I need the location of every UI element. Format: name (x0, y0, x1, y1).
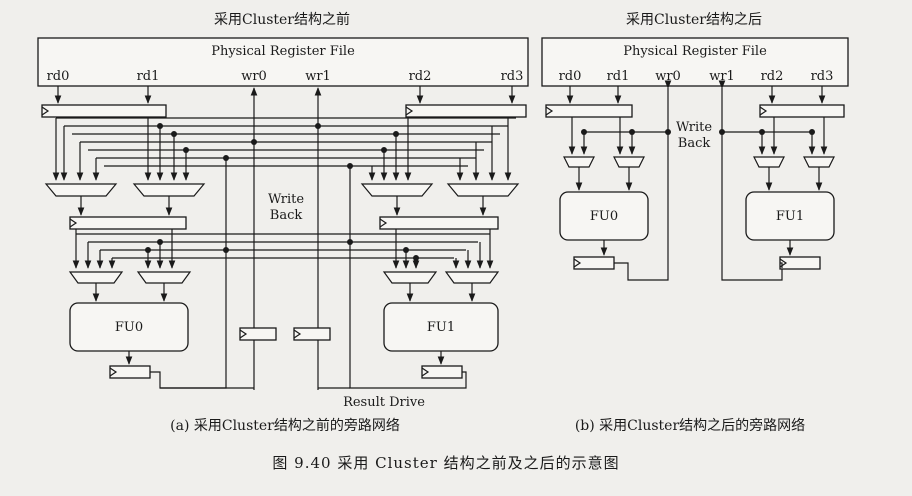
panel-a-wb-latch-wr0 (239, 327, 277, 341)
panel-b-port-rd3: rd3 (811, 69, 834, 84)
panel-a-write-back-line2: Back (270, 208, 303, 223)
panel-b-fu1-label: FU1 (776, 209, 804, 224)
panel-b-port-wr1: wr1 (709, 69, 735, 84)
panel-a-port-rd2: rd2 (409, 69, 432, 84)
panel-a-mux-stage2-d (444, 271, 500, 284)
panel-a-caption: (a) 采用Cluster结构之前的旁路网络 (170, 417, 400, 434)
panel-a-mux-stage1-b (132, 183, 206, 197)
panel-a-port-rd0: rd0 (47, 69, 70, 84)
panel-b: 采用Cluster结构之后 Physical Register File rd0… (541, 12, 849, 434)
panel-a-mux-stage1-c (360, 183, 434, 197)
panel-a-fu0-label: FU0 (115, 320, 143, 335)
panel-b-port-rd1: rd1 (607, 69, 630, 84)
panel-b-write-back-line2: Back (678, 136, 711, 151)
panel-b-mux-c (753, 156, 785, 168)
panel-b-latch-right (759, 104, 845, 118)
panel-b-latch-left (545, 104, 633, 118)
panel-b-mux-a (563, 156, 595, 168)
panel-a-write-back-line1: Write (268, 192, 304, 207)
panel-a-latch-right-stage1 (405, 104, 527, 118)
panel-b-mux-b (613, 156, 645, 168)
panel-a-title: 采用Cluster结构之前 (214, 11, 350, 28)
panel-b-mux-d (803, 156, 835, 168)
panel-a-port-wr1: wr1 (305, 69, 331, 84)
panel-b-fu0-label: FU0 (590, 209, 618, 224)
panel-a-wb-latch-wr1 (293, 327, 331, 341)
panel-a-mux-stage2-a (68, 271, 124, 284)
panel-a-mux-stage1-d (446, 183, 520, 197)
panel-a-latch-left-stage2 (69, 216, 187, 230)
panel-a-latch-right-stage2 (379, 216, 499, 230)
panel-a-fu1-label: FU1 (427, 320, 455, 335)
panel-b-port-wr0: wr0 (655, 69, 681, 84)
figure-caption: 图 9.40 采用 Cluster 结构之前及之后的示意图 (272, 454, 619, 472)
panel-a-mux-stage2-c (382, 271, 438, 284)
panel-a-register-file (37, 37, 529, 87)
panel-a-port-rd1: rd1 (137, 69, 160, 84)
panel-a-port-rd3: rd3 (501, 69, 524, 84)
panel-a-port-wr0: wr0 (241, 69, 267, 84)
panel-b-write-back-line1: Write (676, 120, 712, 135)
panel-b-caption: (b) 采用Cluster结构之后的旁路网络 (575, 417, 805, 434)
panel-a-latch-left-stage1 (41, 104, 167, 118)
panel-b-register-file (541, 37, 849, 87)
panel-a-mux-stage2-b (136, 271, 192, 284)
panel-a: 采用Cluster结构之前 Physical Register File rd0… (37, 11, 529, 434)
panel-b-title: 采用Cluster结构之后 (626, 12, 762, 28)
panel-b-register-file-label: Physical Register File (623, 44, 767, 59)
panel-a-mux-stage1-a (44, 183, 118, 197)
panel-a-result-drive: Result Drive (343, 395, 425, 410)
panel-b-port-rd2: rd2 (761, 69, 784, 84)
panel-b-port-rd0: rd0 (559, 69, 582, 84)
panel-a-register-file-label: Physical Register File (211, 44, 355, 59)
